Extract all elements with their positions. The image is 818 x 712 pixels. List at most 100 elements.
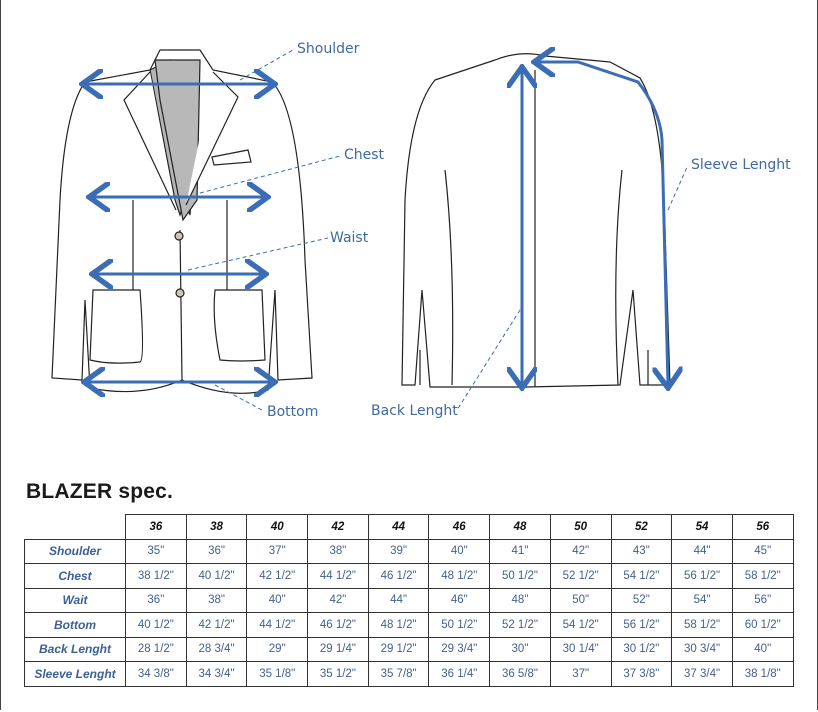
measurement-cell: 36" — [185, 538, 248, 564]
measurement-cell: 44" — [671, 538, 733, 564]
measurement-cell: 30 3/4" — [671, 636, 733, 662]
measurement-cell: 60 1/2" — [731, 612, 794, 638]
waist-label: Waist — [330, 230, 369, 246]
measurement-cell: 40" — [731, 636, 794, 662]
measurement-cell: 29" — [246, 636, 309, 662]
size-header: 52 — [610, 514, 673, 540]
sleeve-length-label: Sleeve Lenght — [691, 157, 791, 173]
measurement-cell: 38 1/2" — [125, 563, 187, 589]
size-header: 42 — [307, 514, 369, 540]
measurement-cell: 28 1/2" — [125, 636, 187, 662]
measurement-cell: 38" — [307, 538, 369, 564]
measurement-cell: 52" — [610, 587, 673, 613]
measurement-cell: 38" — [185, 587, 248, 613]
spec-title: BLAZER spec. — [26, 480, 174, 503]
measurement-cell: 54" — [671, 587, 733, 613]
measurement-cell: 46 1/2" — [367, 563, 430, 589]
size-header: 48 — [489, 514, 551, 540]
corner-cell — [25, 515, 126, 540]
size-header: 38 — [185, 514, 248, 540]
measurement-cell: 35 7/8" — [367, 661, 430, 687]
size-header: 50 — [549, 514, 612, 540]
measurement-cell: 37 3/8" — [610, 661, 673, 687]
measurement-cell: 28 3/4" — [185, 636, 248, 662]
measurement-arrows — [85, 62, 668, 385]
measurement-cell: 30 1/4" — [549, 636, 612, 662]
row-label: Bottom — [24, 612, 126, 638]
measurement-cell: 35 1/2" — [307, 661, 369, 687]
measurement-cell: 50" — [549, 587, 612, 613]
measurement-cell: 34 3/8" — [125, 661, 187, 687]
measurement-cell: 44 1/2" — [246, 612, 309, 638]
blazer-diagram — [51, 0, 689, 411]
measurement-cell: 36 1/4" — [428, 661, 491, 687]
measurement-cell: 40 1/2" — [125, 612, 187, 638]
measurement-cell: 37" — [246, 538, 309, 564]
measurement-cell: 58 1/2" — [671, 612, 733, 638]
measurement-cell: 42 1/2" — [246, 563, 309, 589]
shoulder-label: Shoulder — [297, 41, 360, 57]
measurement-cell: 52 1/2" — [549, 563, 612, 589]
measurement-cell: 37 3/4" — [671, 661, 733, 687]
measurement-cell: 42" — [549, 538, 612, 564]
measurement-cell: 42" — [307, 587, 369, 613]
measurement-cell: 34 3/4" — [185, 661, 248, 687]
measurement-cell: 56" — [731, 587, 794, 613]
back-jacket — [401, 53, 671, 388]
size-header: 40 — [246, 514, 309, 540]
sleeve-length-arrow — [537, 62, 668, 385]
measurement-cell: 54 1/2" — [610, 563, 673, 589]
measurement-cell: 29 3/4" — [428, 636, 491, 662]
measurement-cell: 44" — [367, 587, 430, 613]
size-header: 44 — [367, 514, 430, 540]
measurement-cell: 35" — [125, 538, 187, 564]
measurement-cell: 29 1/2" — [367, 636, 430, 662]
row-label: Shoulder — [24, 538, 126, 564]
measurement-cell: 56 1/2" — [671, 563, 733, 589]
measurement-cell: 37" — [549, 661, 612, 687]
chest-label: Chest — [344, 147, 385, 163]
back-length-label: Back Lenght — [371, 403, 458, 419]
row-label: Sleeve Lenght — [24, 661, 126, 687]
bottom-label: Bottom — [267, 404, 319, 420]
measurement-cell: 38 1/8" — [731, 661, 794, 687]
size-header: 56 — [731, 514, 794, 540]
measurement-cell: 40" — [428, 538, 491, 564]
measurement-cell: 43" — [610, 538, 673, 564]
measurement-cell: 41" — [489, 538, 551, 564]
measurement-cell: 45" — [731, 538, 794, 564]
front-jacket — [51, 49, 313, 394]
measurement-cell: 30" — [489, 636, 551, 662]
measurement-cell: 35 1/8" — [246, 661, 309, 687]
measurement-cell: 54 1/2" — [549, 612, 612, 638]
measurement-cell: 48 1/2" — [367, 612, 430, 638]
measurement-cell: 50 1/2" — [489, 563, 551, 589]
measurement-cell: 29 1/4" — [307, 636, 369, 662]
measurement-cell: 44 1/2" — [307, 563, 369, 589]
row-label: Back Lenght — [24, 636, 126, 662]
measurement-cell: 36" — [125, 587, 187, 613]
measurement-cell: 46 1/2" — [307, 612, 369, 638]
measurement-cell: 42 1/2" — [185, 612, 248, 638]
measurement-cell: 48 1/2" — [428, 563, 491, 589]
measurement-cell: 50 1/2" — [428, 612, 491, 638]
measurement-cell: 58 1/2" — [731, 563, 794, 589]
measurement-cell: 40" — [246, 587, 309, 613]
leader-lines — [187, 49, 689, 411]
measurement-cell: 46" — [428, 587, 491, 613]
row-label: Chest — [24, 563, 126, 589]
measurement-cell: 56 1/2" — [610, 612, 673, 638]
measurement-cell: 48" — [489, 587, 551, 613]
measurement-cell: 36 5/8" — [489, 661, 551, 687]
measurement-cell: 30 1/2" — [610, 636, 673, 662]
size-header: 54 — [671, 514, 733, 540]
row-label: Wait — [24, 587, 126, 613]
